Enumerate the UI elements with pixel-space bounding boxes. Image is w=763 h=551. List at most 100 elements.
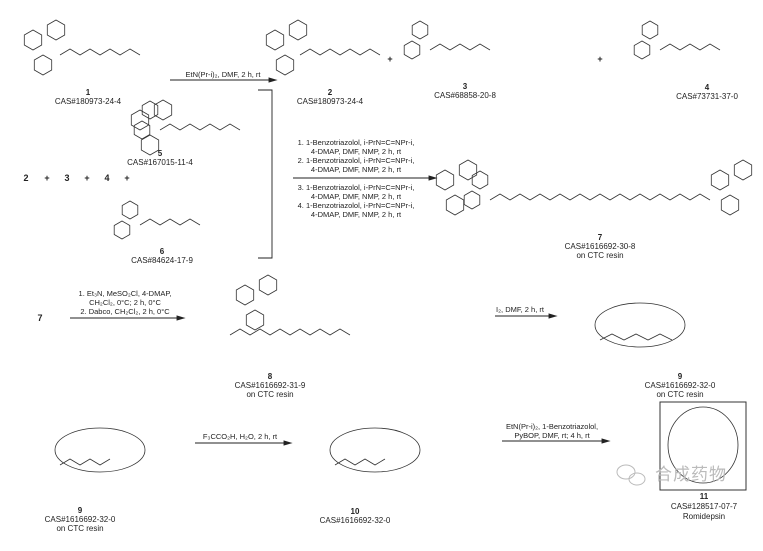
- benzene-ring: [141, 100, 159, 120]
- product-box: [659, 401, 747, 491]
- compound-10-cas: CAS#1616692-32-0: [319, 516, 391, 525]
- carbon-chain: [659, 43, 721, 51]
- compound-9b-note: on CTC resin: [56, 524, 104, 533]
- benzene-ring: [23, 29, 43, 51]
- benzene-ring: [130, 109, 150, 131]
- compound-8-cas: CAS#1616692-31-9: [234, 381, 306, 390]
- plus-sign: +: [44, 173, 50, 183]
- carbon-chain: [299, 48, 381, 56]
- reaction-arrow-5: [195, 440, 293, 446]
- compound-3-number: 3: [462, 82, 468, 91]
- reagent-2: 2: [23, 173, 29, 183]
- compound-9-note: on CTC resin: [656, 390, 704, 399]
- plus-sign: +: [387, 54, 393, 64]
- compound-3-cas: CAS#68858-20-8: [434, 91, 496, 100]
- benzene-ring: [33, 54, 53, 76]
- conditions-step3-line2: CH₂Cl₂, 0°C; 2 h, 0°C: [89, 298, 161, 307]
- benzene-ring: [288, 19, 308, 41]
- benzene-ring: [245, 309, 265, 331]
- benzene-ring: [445, 194, 465, 216]
- carbon-chain: [229, 328, 351, 336]
- compound-4-number: 4: [704, 83, 710, 92]
- reagent-3: 3: [64, 173, 70, 183]
- compound-6-cas: CAS#84624-17-9: [131, 256, 193, 265]
- benzene-ring: [258, 274, 278, 296]
- carbon-chain: [59, 48, 141, 56]
- compound-9b-number: 9: [77, 506, 83, 515]
- compound-11-name: Romidepsin: [682, 512, 726, 521]
- benzene-ring: [463, 190, 481, 210]
- compound-6-number: 6: [159, 247, 165, 256]
- carbon-chain: [159, 123, 241, 131]
- benzene-ring: [265, 29, 285, 51]
- compound-8-number: 8: [267, 372, 273, 381]
- reagent-bracket: [258, 89, 273, 259]
- conditions-step1: EtN(Pr-i)₂, DMF, 2 h, rt: [185, 70, 261, 79]
- benzene-ring: [710, 169, 730, 191]
- start-compound-7: 7: [37, 313, 43, 323]
- compound-1-number: 1: [85, 88, 91, 97]
- compound-7-cas: CAS#1616692-30-8: [564, 242, 636, 251]
- reaction-arrow-6: [502, 438, 611, 444]
- conditions-step3-line1: 1. Et₃N, MeSO₂Cl, 4-DMAP,: [78, 289, 172, 298]
- carbon-chain: [139, 218, 201, 226]
- reaction-arrow-3: [70, 315, 186, 321]
- macrocycle-ring: [594, 302, 686, 348]
- benzene-ring: [121, 200, 139, 220]
- conditions-step4: I₂, DMF, 2 h, rt: [496, 305, 544, 314]
- compound-2-number: 2: [327, 88, 333, 97]
- compound-9b-cas: CAS#1616692-32-0: [44, 515, 116, 524]
- macrocycle-ring: [54, 427, 146, 473]
- conditions-step2-line8: 4-DMAP, DMF, NMP, 2 h, rt: [310, 210, 402, 219]
- reagent-4: 4: [104, 173, 110, 183]
- compound-11-number: 11: [699, 492, 709, 501]
- watermark: 合成药物: [655, 465, 727, 484]
- benzene-ring: [641, 20, 659, 40]
- plus-sign: +: [597, 54, 603, 64]
- plus-sign: +: [124, 173, 130, 183]
- conditions-step2-line3: 2. 1-Benzotriazolol, i-PrN=C=NPr-i,: [297, 156, 415, 165]
- benzene-ring: [633, 40, 651, 60]
- compound-9-cas: CAS#1616692-32-0: [644, 381, 716, 390]
- benzene-ring: [46, 19, 66, 41]
- conditions-step2-line2: 4-DMAP, DMF, NMP, 2 h, rt: [310, 147, 402, 156]
- compound-5-number: 5: [157, 149, 163, 158]
- carbon-chain: [489, 193, 711, 201]
- conditions-step2-line1: 1. 1-Benzotriazolol, i-PrN=C=NPr-i,: [297, 138, 415, 147]
- benzene-ring: [458, 159, 478, 181]
- wechat-icon: [616, 464, 646, 486]
- compound-9-number: 9: [677, 372, 683, 381]
- reaction-arrow-4: [495, 313, 558, 319]
- carbon-chain: [334, 458, 386, 466]
- benzene-ring: [435, 169, 455, 191]
- benzene-ring: [113, 220, 131, 240]
- macrocycle-ring: [667, 406, 739, 484]
- compound-2-cas: CAS#180973-24-4: [296, 97, 364, 106]
- reaction-arrow-1: [170, 77, 278, 83]
- plus-sign: +: [84, 173, 90, 183]
- benzene-ring: [403, 40, 421, 60]
- compound-7-note: on CTC resin: [576, 251, 624, 260]
- benzene-ring: [235, 284, 255, 306]
- benzene-ring: [411, 20, 429, 40]
- benzene-ring: [133, 120, 151, 140]
- conditions-step3-line3: 2. Dabco, CH₂Cl₂, 2 h, 0°C: [80, 307, 170, 316]
- compound-10-number: 10: [350, 507, 360, 516]
- benzene-ring: [720, 194, 740, 216]
- compound-4-cas: CAS#73731-37-0: [676, 92, 738, 101]
- conditions-step5: F₃CCO₂H, H₂O, 2 h, rt: [202, 432, 278, 441]
- compound-8-note: on CTC resin: [246, 390, 294, 399]
- compound-1-cas: CAS#180973-24-4: [54, 97, 122, 106]
- compound-5-cas: CAS#167015-11-4: [127, 158, 193, 167]
- benzene-ring: [471, 170, 489, 190]
- conditions-step6-line2: PyBOP, DMF, rt; 4 h, rt: [514, 431, 590, 440]
- carbon-chain: [59, 458, 111, 466]
- reaction-arrow-2: [293, 175, 438, 181]
- compound-11-cas: CAS#128517-07-7: [670, 502, 738, 511]
- carbon-chain: [599, 333, 673, 341]
- conditions-step2-line4: 4-DMAP, DMF, NMP, 2 h, rt: [310, 165, 402, 174]
- conditions-step2-line7: 4. 1-Benzotriazolol, i-PrN=C=NPr-i,: [297, 201, 415, 210]
- macrocycle-ring: [329, 427, 421, 473]
- benzene-ring: [153, 99, 173, 121]
